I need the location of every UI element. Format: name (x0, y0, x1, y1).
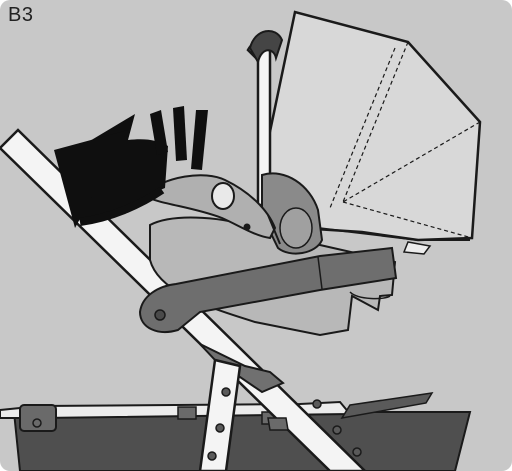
press-arrow-icon (54, 114, 168, 228)
